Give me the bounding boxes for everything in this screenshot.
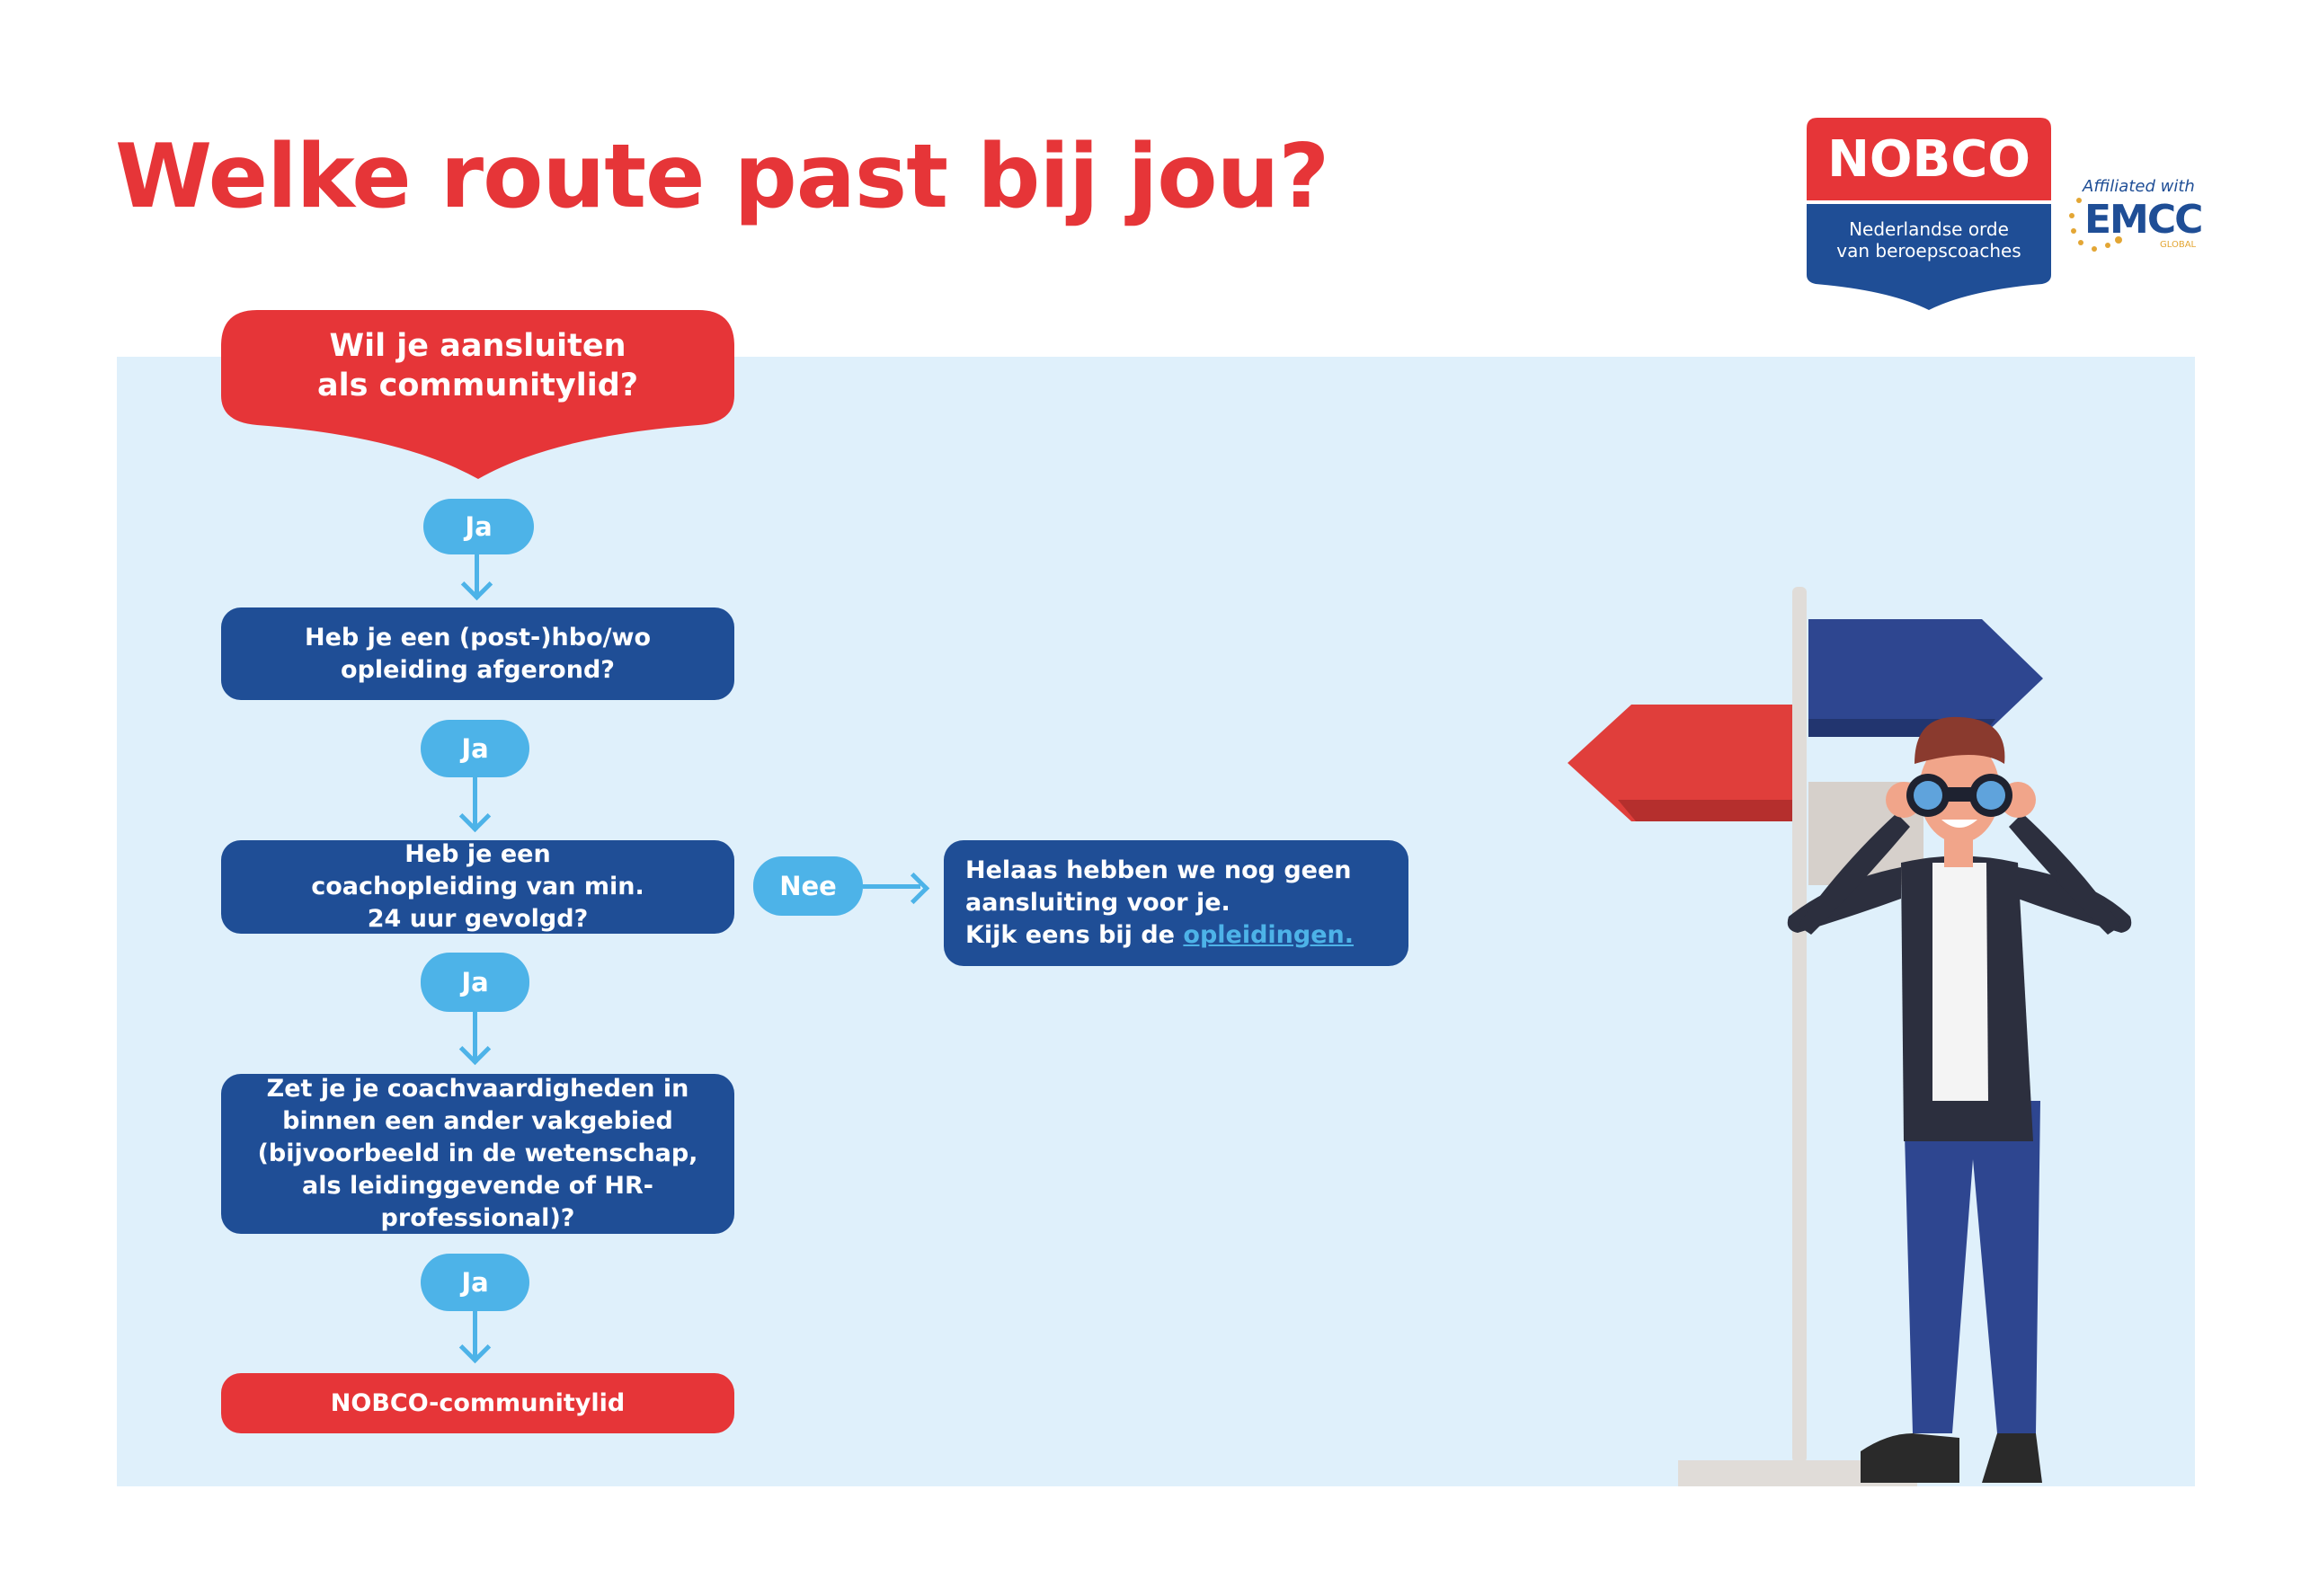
start-question: Wil je aansluiten als communitylid? <box>221 310 734 481</box>
result-communitylid: NOBCO-communitylid <box>221 1373 734 1433</box>
emcc-stars-icon <box>2069 198 2122 252</box>
no-result-box: Helaas hebben we nog geen aansluiting vo… <box>944 840 1408 966</box>
red-sign <box>1568 705 1792 821</box>
question-coach-skills: Zet je je coachvaardigheden in binnen ee… <box>221 1074 734 1234</box>
yes-label-4: Ja <box>421 1254 529 1311</box>
no-label: Nee <box>753 856 863 916</box>
emcc-global: GLOBAL <box>2160 240 2197 250</box>
arrow-down-2 <box>473 777 477 827</box>
emcc-wordmark: EMCC <box>2084 197 2203 243</box>
arrow-down-4 <box>473 1311 477 1358</box>
signpost-pole <box>1792 587 1807 1463</box>
signpost-person-illustration <box>1568 587 2132 1486</box>
nobco-wordmark: NOBCO <box>1827 130 2030 189</box>
page-title: Welke route past bij jou? <box>115 126 1329 228</box>
affiliated-text: Affiliated with <box>2083 177 2195 196</box>
yes-label-1: Ja <box>423 499 534 554</box>
question-coach-training: Heb je een coachopleiding van min. 24 uu… <box>221 840 734 934</box>
yes-label-2: Ja <box>421 720 529 777</box>
nobco-logo: NOBCO Nederlandse orde van beroepscoache… <box>1807 118 2051 310</box>
emcc-logo: Affiliated with EMCC GLOBAL <box>2063 175 2207 265</box>
arrow-down-3 <box>473 1012 477 1060</box>
question-education: Heb je een (post-)hbo/wo opleiding afger… <box>221 607 734 700</box>
blue-sign <box>1808 619 2043 737</box>
nobco-subtitle-2: van beroepscoaches <box>1836 240 2021 262</box>
arrow-down-1 <box>475 554 479 596</box>
yes-label-3: Ja <box>421 953 529 1012</box>
opleidingen-link[interactable]: opleidingen. <box>1183 921 1355 949</box>
arrow-right <box>863 884 920 889</box>
nobco-subtitle-1: Nederlandse orde <box>1849 218 2009 240</box>
